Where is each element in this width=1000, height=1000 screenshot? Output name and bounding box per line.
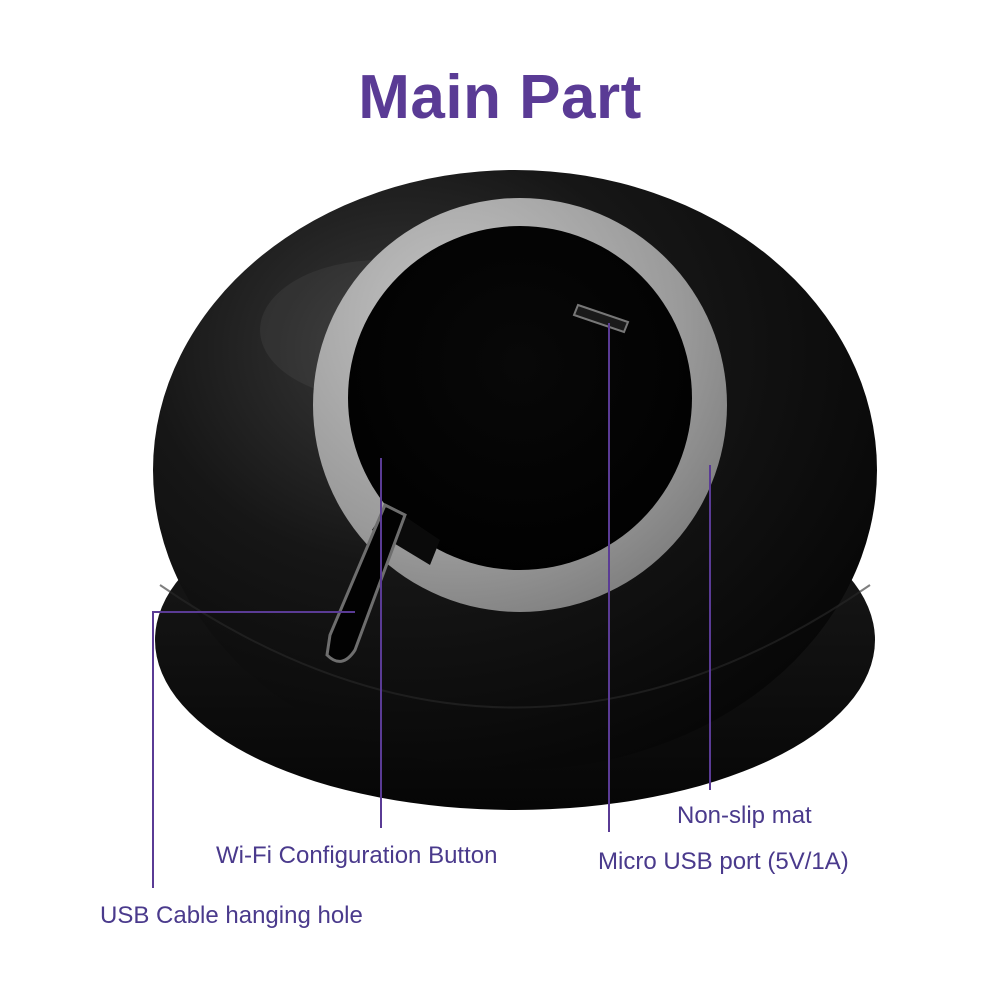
callout-wifi-button: Wi-Fi Configuration Button (216, 842, 498, 869)
callout-non-slip-mat: Non-slip mat (677, 802, 812, 829)
micro-usb-port (572, 303, 630, 334)
callout-usb-cable-hole: USB Cable hanging hole (100, 902, 363, 929)
usb-cable-hanging-hole (325, 502, 407, 663)
leader-lines (152, 323, 711, 888)
indicator-ring (313, 198, 727, 612)
page-title: Main Part (358, 63, 642, 132)
leader-line-usb-hole (152, 611, 355, 888)
callout-micro-usb-port: Micro USB port (5V/1A) (598, 848, 849, 875)
